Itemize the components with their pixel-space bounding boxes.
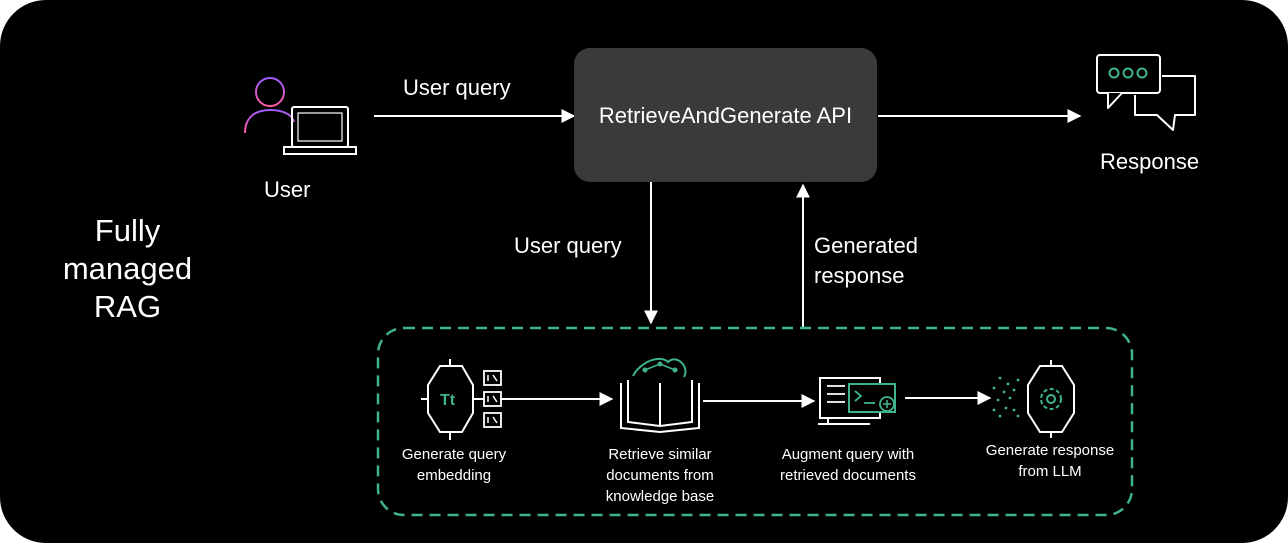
llm-brain-icon — [992, 360, 1075, 438]
api-label: RetrieveAndGenerate API — [598, 102, 853, 128]
retrieve-and-generate-api-box: RetrieveAndGenerate API — [574, 48, 877, 182]
svg-text:Tt: Tt — [440, 392, 456, 409]
chat-bubbles-icon — [1096, 54, 1196, 131]
augment-terminal-icon — [818, 377, 896, 425]
edge-label-user-query-top: User query — [403, 75, 511, 100]
pipeline-container — [376, 326, 1134, 517]
step-label-generate-response: Generate response from LLM — [985, 442, 1115, 480]
edge-label-user-query-down: User query — [514, 233, 622, 258]
step-label-retrieve-documents: Retrieve similar documents from knowledg… — [605, 446, 715, 505]
diagram-title: Fully managed RAG — [62, 213, 193, 324]
edge-label-generated-response: Generated response — [814, 233, 918, 288]
embedding-icon: Tt — [421, 359, 502, 440]
response-label: Response — [1100, 149, 1200, 174]
step-label-augment-query: Augment query with retrieved documents — [780, 446, 916, 484]
user-laptop-icon — [244, 77, 357, 155]
step-label-generate-query-embedding: Generate query embedding — [401, 446, 507, 484]
knowledge-base-book-icon — [620, 357, 700, 434]
user-label: User — [264, 177, 311, 202]
